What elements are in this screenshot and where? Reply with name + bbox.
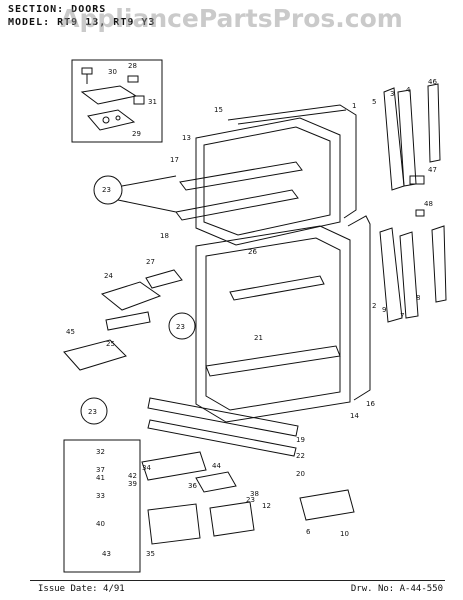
fresh-food-door xyxy=(195,215,371,423)
part-label: 39 xyxy=(128,480,137,488)
part-label: 19 xyxy=(296,436,305,444)
part-label: 22 xyxy=(296,452,305,460)
part-label: 23 xyxy=(246,496,255,504)
issue-date: Issue Date: 4/91 xyxy=(38,584,125,594)
trim-strip-20 xyxy=(147,419,297,457)
part-label: 45 xyxy=(66,328,75,336)
callout-23 xyxy=(80,175,196,425)
part-label: 35 xyxy=(146,550,155,558)
part-28 xyxy=(145,269,183,289)
hinge-brackets xyxy=(141,451,355,545)
part-label: 15 xyxy=(214,106,223,114)
right-handles xyxy=(379,83,447,323)
trim-strip-19 xyxy=(147,397,299,437)
part-label: 9 xyxy=(382,306,386,314)
part-label: 3 xyxy=(390,90,394,98)
part-label: 44 xyxy=(212,462,221,470)
part-label: 7 xyxy=(400,312,404,320)
part-label: 33 xyxy=(96,492,105,500)
bin-25 xyxy=(100,281,162,311)
part-label: 40 xyxy=(96,520,105,528)
part-label: 10 xyxy=(340,530,349,538)
part-label: 5 xyxy=(372,98,376,106)
part-label: 37 xyxy=(96,466,105,474)
ice-tray-46 xyxy=(63,339,127,371)
part-label: 17 xyxy=(170,156,179,164)
part-label: 24 xyxy=(104,272,113,280)
part-label: 41 xyxy=(96,474,105,482)
part-label: 18 xyxy=(160,232,169,240)
part-label: 31 xyxy=(148,98,157,106)
part-label: 28 xyxy=(128,62,137,70)
part-label: 1 xyxy=(352,102,356,110)
bin-26 xyxy=(105,311,151,331)
part-label: 4 xyxy=(406,86,411,94)
model-line: MODEL: RT9 13, RT9 Y3 xyxy=(8,17,156,28)
part-label: 2 xyxy=(372,302,376,310)
part-label: 26 xyxy=(248,248,257,256)
section-title: SECTION: DOORS xyxy=(8,4,107,15)
footer-rule xyxy=(30,580,445,581)
part-label: 23 xyxy=(102,186,111,194)
part-label: 12 xyxy=(262,502,271,510)
part-label: 48 xyxy=(424,200,433,208)
part-label: 13 xyxy=(182,134,191,142)
part-label: 43 xyxy=(102,550,111,558)
freezer-door xyxy=(175,104,357,246)
part-label: 38 xyxy=(250,490,259,498)
part-label: 14 xyxy=(350,412,359,420)
part-label: 42 xyxy=(128,472,137,480)
part-label: 6 xyxy=(306,528,311,536)
part-label: 16 xyxy=(366,400,375,408)
part-label: 36 xyxy=(188,482,197,490)
part-label: 21 xyxy=(254,334,263,342)
part-label: 47 xyxy=(428,166,437,174)
hardware-inset xyxy=(63,439,141,573)
part-label: 23 xyxy=(176,323,185,331)
part-label: 46 xyxy=(428,78,437,86)
part-label: 8 xyxy=(416,294,420,302)
part-label: 30 xyxy=(108,68,117,76)
drawing-number: Drw. No: A-44-550 xyxy=(350,584,443,594)
part-label: 20 xyxy=(296,470,305,478)
part-label: 25 xyxy=(106,340,115,348)
part-label: 34 xyxy=(142,464,151,472)
part-label: 32 xyxy=(96,448,105,456)
hinge-inset xyxy=(71,59,163,143)
part-label: 23 xyxy=(88,408,97,416)
part-label: 29 xyxy=(132,130,141,138)
part-label: 27 xyxy=(146,258,155,266)
